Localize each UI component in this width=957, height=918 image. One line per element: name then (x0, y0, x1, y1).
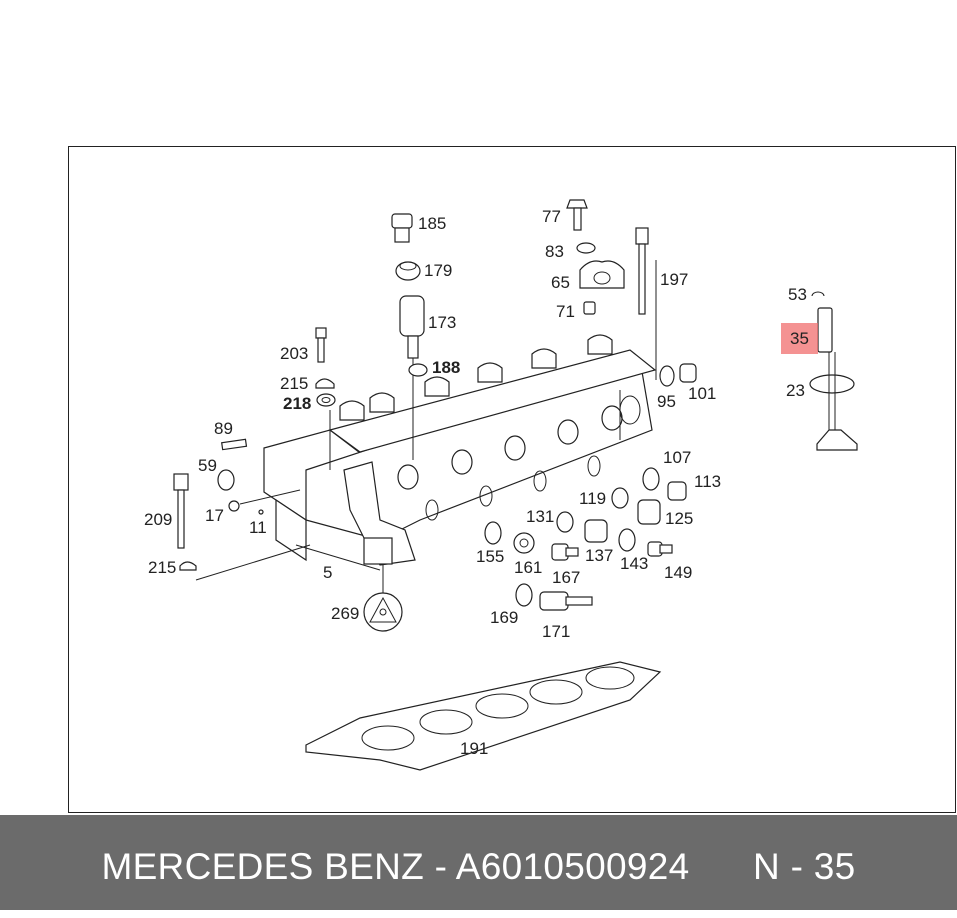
part-65-icon (579, 260, 625, 289)
part-131-icon (556, 511, 574, 533)
footer-bar: MERCEDES BENZ - A6010500924 N - 35 (0, 815, 957, 910)
label-191: 191 (460, 739, 488, 758)
highlighted-part-marker (781, 323, 818, 354)
label-171: 171 (542, 622, 570, 641)
parts-left (173, 213, 428, 632)
label-203: 203 (280, 344, 308, 363)
label-125: 125 (665, 509, 693, 528)
cylinder-head-body (263, 334, 657, 566)
label-143: 143 (620, 554, 648, 573)
part-185-base (394, 227, 410, 243)
label-197: 197 (660, 270, 688, 289)
part-171-tip (565, 596, 593, 606)
part-209-icon (173, 473, 189, 491)
part-labels: 185 179 173 188 203 215 218 89 59 17 11 … (144, 207, 807, 758)
part-161-icon (513, 532, 535, 554)
label-149: 149 (664, 563, 692, 582)
label-119: 119 (579, 489, 606, 508)
label-269: 269 (331, 604, 359, 623)
part-169-icon (515, 583, 533, 607)
head-gasket (305, 661, 662, 771)
label-169: 169 (490, 608, 518, 627)
label-179: 179 (424, 261, 452, 280)
part-77-icon (566, 199, 588, 209)
label-215-bottom: 215 (148, 558, 176, 577)
part-197-icon (635, 227, 649, 245)
parts-upper-middle (566, 199, 657, 380)
part-119-icon (611, 487, 629, 509)
part-218-icon (316, 393, 336, 407)
part-149-tip (659, 544, 673, 554)
label-107: 107 (663, 448, 691, 467)
part-203-shaft (317, 337, 325, 363)
label-209: 209 (144, 510, 172, 529)
footer-part-number-text: MERCEDES BENZ - A6010500924 N - 35 (101, 846, 856, 887)
part-155-icon (484, 521, 502, 545)
label-83: 83 (545, 242, 564, 261)
label-95: 95 (657, 392, 676, 411)
label-137: 137 (585, 546, 613, 565)
label-35-highlighted: 35 (790, 329, 809, 348)
part-35-icon (817, 307, 833, 353)
label-11: 11 (249, 518, 267, 537)
part-179-icon (395, 261, 421, 281)
part-209-shaft (177, 489, 185, 549)
part-143-icon (618, 528, 636, 552)
label-188: 188 (432, 358, 460, 377)
label-218: 218 (283, 394, 311, 413)
part-53-icon (811, 291, 825, 297)
part-125-icon (637, 499, 661, 525)
part-101-icon (679, 363, 697, 383)
label-101: 101 (688, 384, 716, 403)
parts-right (484, 363, 697, 611)
label-185: 185 (418, 214, 446, 233)
part-171-icon (539, 591, 569, 611)
label-23: 23 (786, 381, 805, 400)
label-215-top: 215 (280, 374, 308, 393)
part-23-icon (809, 374, 855, 394)
part-113-icon (667, 481, 687, 501)
part-59-icon (217, 469, 235, 491)
label-155: 155 (476, 547, 504, 566)
part-197-shaft (638, 243, 646, 315)
part-89-icon (221, 438, 248, 451)
part-203-icon (315, 327, 327, 339)
label-173: 173 (428, 313, 456, 332)
label-53: 53 (788, 285, 807, 304)
label-17: 17 (205, 506, 224, 525)
part-17-icon (228, 500, 240, 512)
part-83-icon (576, 242, 596, 254)
part-173-stem (407, 335, 419, 359)
part-77-shaft (573, 207, 582, 231)
part-167-tip (565, 547, 579, 557)
part-215b-icon (179, 561, 197, 571)
part-23-head (816, 429, 858, 451)
label-5: 5 (323, 563, 332, 582)
label-113: 113 (694, 472, 721, 491)
valve-group (809, 291, 858, 451)
exploded-parts-diagram: 185 179 173 188 203 215 218 89 59 17 11 … (144, 199, 858, 771)
label-131: 131 (526, 507, 554, 526)
part-215-icon (315, 378, 335, 389)
part-137-icon (584, 519, 608, 543)
label-167: 167 (552, 568, 580, 587)
label-161: 161 (514, 558, 542, 577)
part-71-icon (583, 301, 596, 315)
label-89: 89 (214, 419, 233, 438)
label-77: 77 (542, 207, 561, 226)
part-107-icon (642, 467, 660, 491)
label-65: 65 (551, 273, 570, 292)
part-173-icon (399, 295, 425, 337)
label-71: 71 (556, 302, 575, 321)
part-11-icon (258, 509, 264, 515)
label-59: 59 (198, 456, 217, 475)
part-188-icon (408, 363, 428, 377)
part-95-icon (659, 365, 675, 387)
part-185-icon (391, 213, 413, 229)
